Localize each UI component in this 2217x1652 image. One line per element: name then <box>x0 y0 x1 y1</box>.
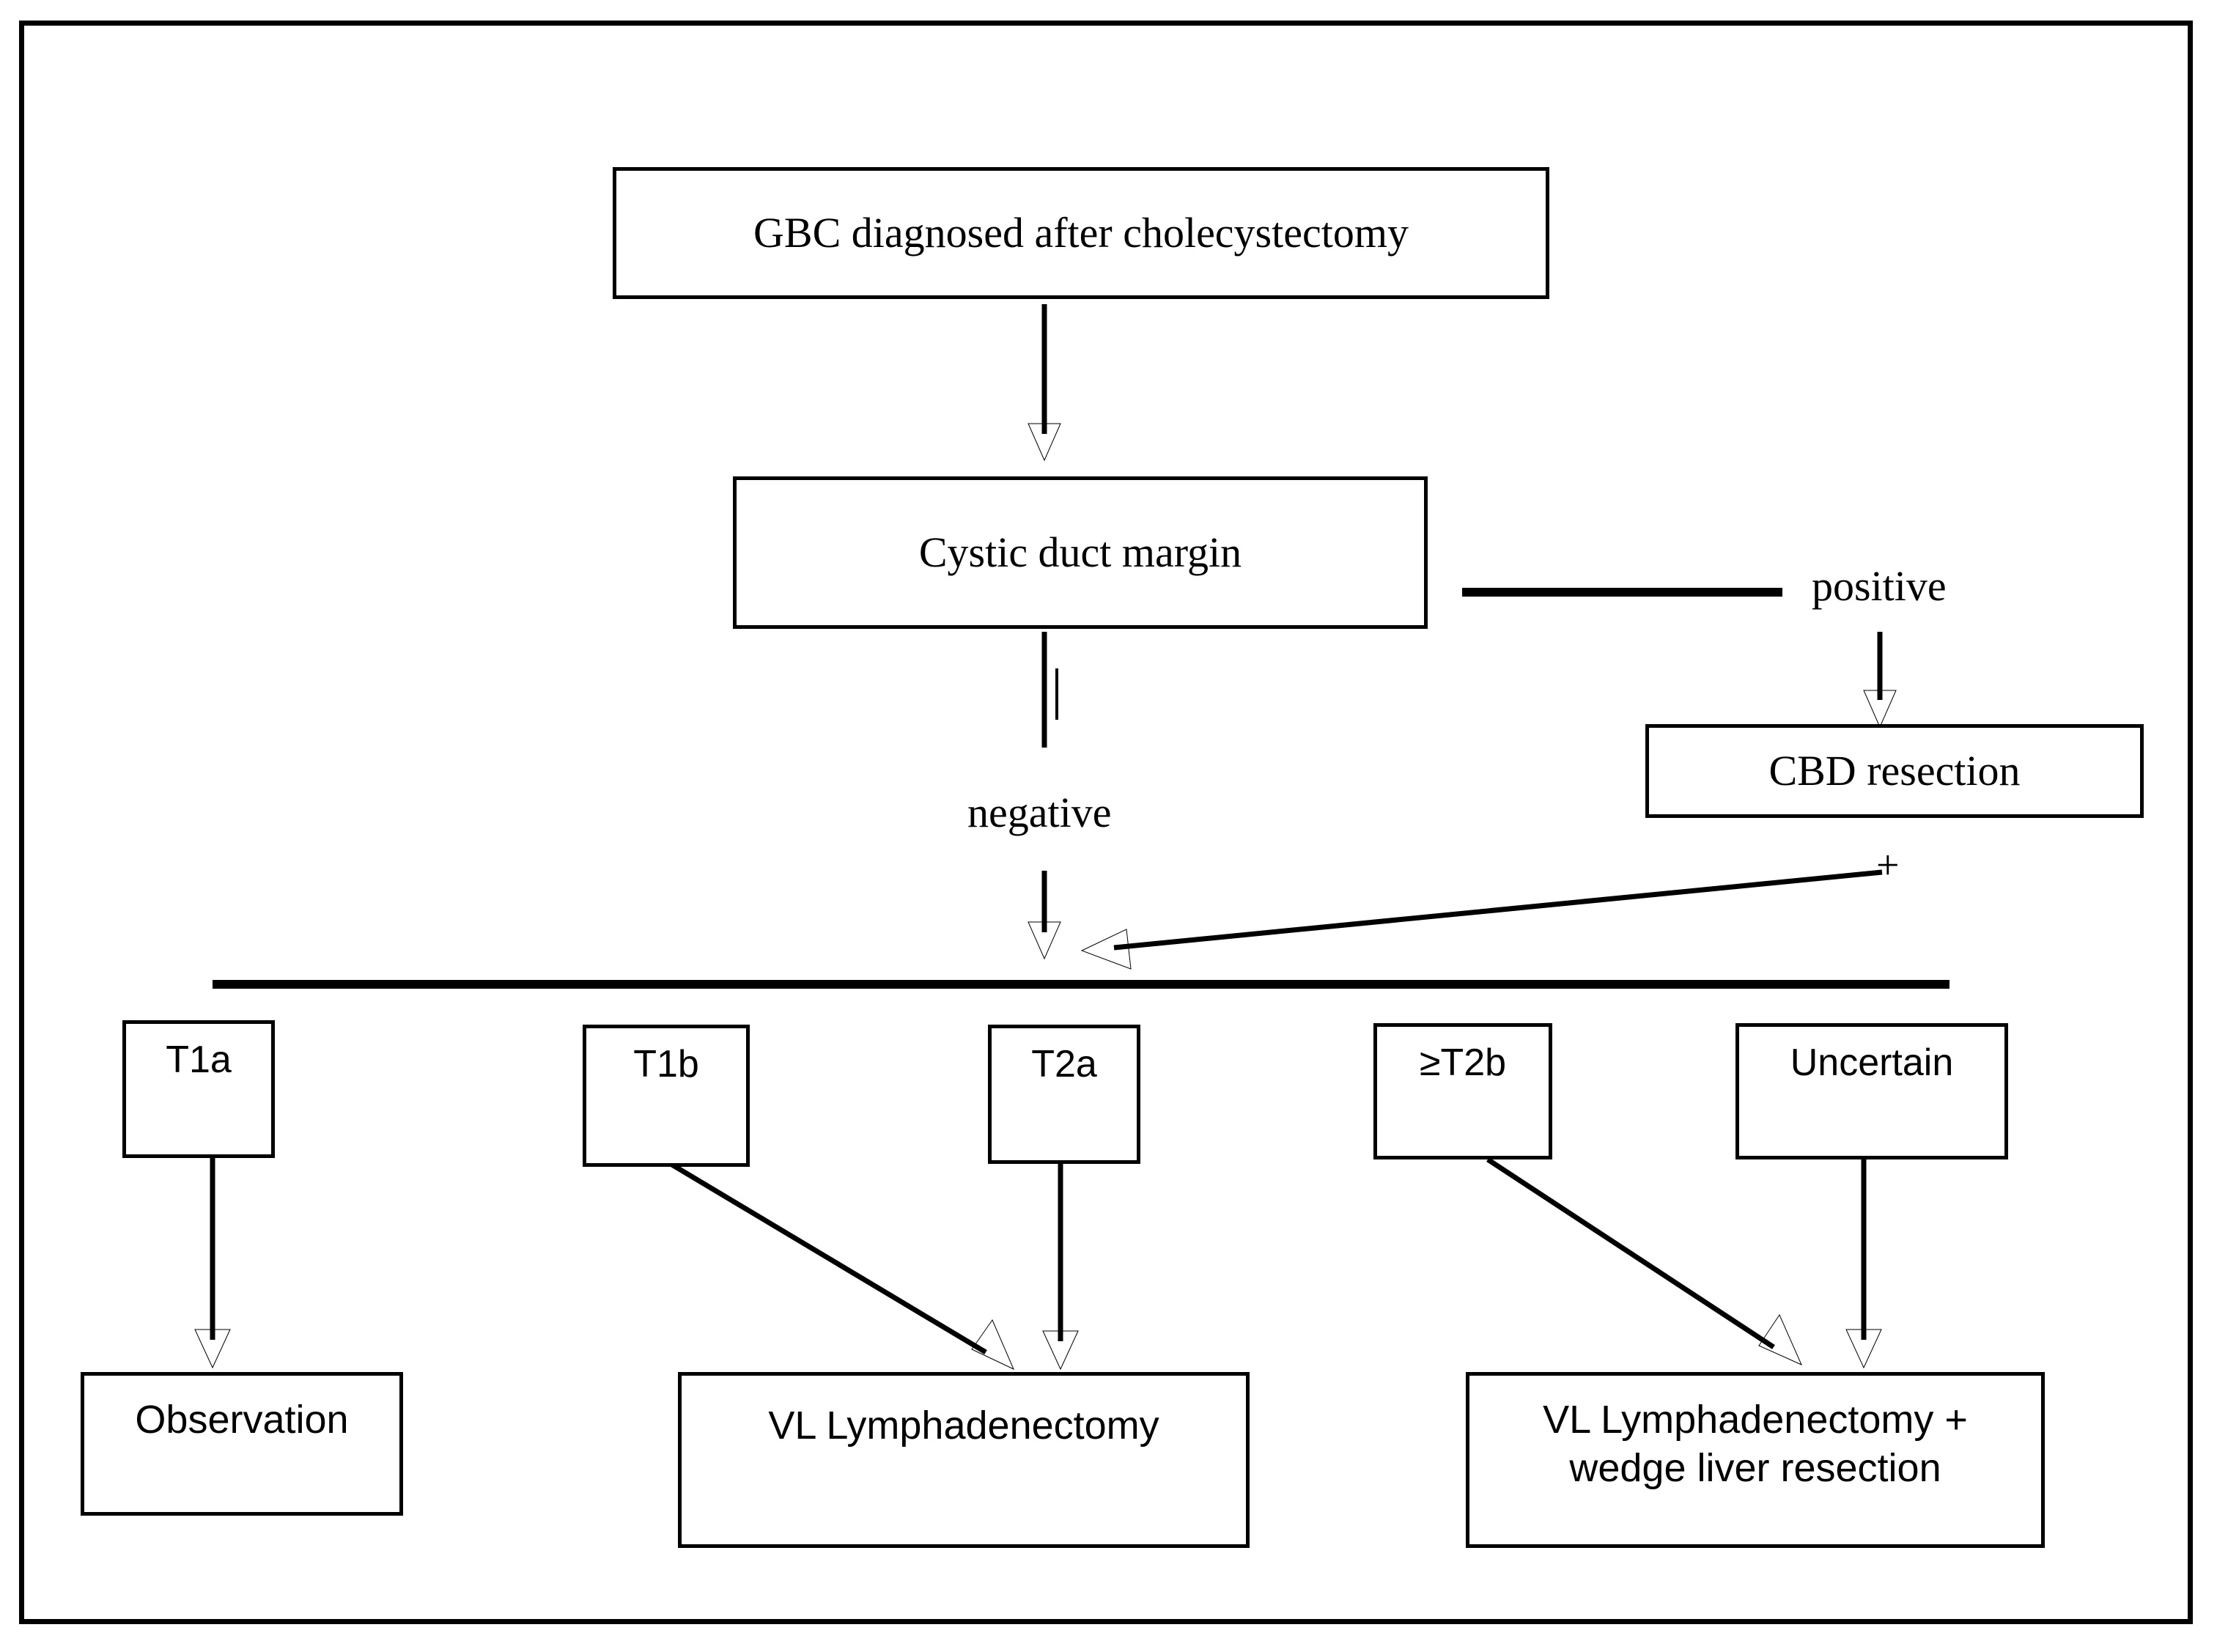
diagram-outer-frame <box>19 21 2193 1624</box>
node-cbd-resection[interactable]: CBD resection <box>1645 724 2144 818</box>
node-treatment-vl-lymphadenectomy[interactable]: VL Lymphadenectomy <box>678 1372 1250 1548</box>
node-gbc-diagnosed[interactable]: GBC diagnosed after cholecystectomy <box>613 167 1549 299</box>
node-treatment-observation[interactable]: Observation <box>81 1372 403 1516</box>
label-positive: positive <box>1812 562 1947 610</box>
node-stage-t1b[interactable]: T1b <box>583 1025 750 1167</box>
node-stage-uncertain-label: Uncertain <box>1790 1041 1954 1084</box>
label-negative: negative <box>967 789 1112 836</box>
node-stage-uncertain[interactable]: Uncertain <box>1735 1023 2008 1159</box>
node-stage-t2a[interactable]: T2a <box>988 1025 1140 1164</box>
node-cystic-duct-margin-label: Cystic duct margin <box>918 528 1242 576</box>
node-stage-t1b-label: T1b <box>633 1043 699 1085</box>
label-plus: + <box>1876 843 1900 888</box>
node-stage-t2b-label: ≥T2b <box>1419 1041 1507 1084</box>
node-stage-t2b[interactable]: ≥T2b <box>1373 1023 1552 1159</box>
node-cbd-resection-label: CBD resection <box>1768 746 2021 794</box>
node-cystic-duct-margin[interactable]: Cystic duct margin <box>733 476 1428 629</box>
node-treatment-vl-lymphadenectomy-wedge-label: VL Lymphadenectomy + wedge liver resecti… <box>1543 1398 1968 1490</box>
node-stage-t2a-label: T2a <box>1031 1043 1097 1085</box>
node-stage-t1a[interactable]: T1a <box>122 1020 275 1158</box>
node-treatment-vl-lymphadenectomy-wedge[interactable]: VL Lymphadenectomy + wedge liver resecti… <box>1466 1372 2045 1548</box>
node-treatment-observation-label: Observation <box>135 1398 349 1442</box>
node-gbc-diagnosed-label: GBC diagnosed after cholecystectomy <box>753 208 1409 257</box>
node-stage-t1a-label: T1a <box>166 1039 232 1081</box>
node-treatment-vl-lymphadenectomy-label: VL Lymphadenectomy <box>768 1404 1159 1448</box>
